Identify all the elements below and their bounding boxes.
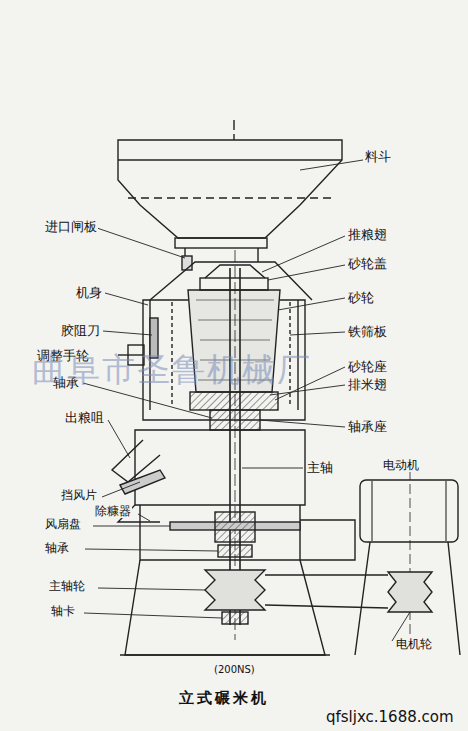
part-label: 挡风片 — [60, 489, 98, 502]
part-label: 料斗 — [365, 150, 391, 164]
part-label: 胶阻刀 — [60, 324, 101, 338]
part-label: 推粮翅 — [348, 228, 387, 242]
part-label: 砂轮 — [348, 291, 374, 305]
part-label: 风扇盘 — [44, 518, 82, 531]
part-label: 电动机 — [382, 459, 420, 472]
watermark: 曲阜市圣鲁机械厂 — [32, 352, 312, 388]
part-label: 出粮咀 — [64, 411, 105, 425]
part-label: 主轴轮 — [48, 580, 86, 593]
part-label: 砂轮座 — [348, 360, 387, 374]
part-label: 铁筛板 — [348, 325, 387, 339]
caption: 立式碾米机 — [179, 690, 269, 707]
part-label: 砂轮盖 — [348, 257, 387, 271]
part-label: 机身 — [75, 286, 103, 300]
part-label: 排米翅 — [348, 378, 387, 392]
part-label: 主轴 — [306, 461, 334, 475]
part-label: 电机轮 — [395, 638, 433, 651]
url-watermark: qfsljxc.1688.com — [326, 709, 454, 726]
part-label: 轴卡 — [50, 605, 76, 618]
part-label: (200NS) — [214, 664, 255, 675]
part-label: 轴承 — [44, 542, 70, 555]
part-label: 除糠器 — [94, 505, 132, 518]
part-label: 轴承座 — [348, 420, 387, 434]
part-label: 进口闸板 — [44, 220, 98, 234]
